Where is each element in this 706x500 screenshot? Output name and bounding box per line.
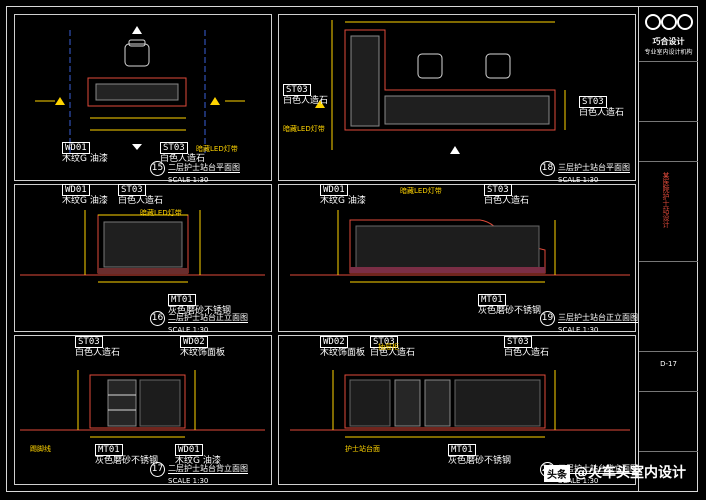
- company-logo-cell: 巧合设计 专业室内设计机构: [639, 6, 698, 62]
- info-cell-2: [639, 122, 698, 162]
- title-block: 巧合设计 专业室内设计机构 某医院护士站设计 D-17: [638, 6, 698, 492]
- project-name-cell: 某医院护士站设计: [639, 162, 698, 262]
- company-subtitle: 专业室内设计机构: [644, 49, 693, 56]
- note-desk-p20: 护士站台面: [345, 445, 380, 453]
- note-led-p19: 暗藏LED灯带: [400, 187, 442, 195]
- signature-cell: [639, 262, 698, 352]
- info-cell-3: [639, 392, 698, 452]
- company-name: 巧合设计: [652, 37, 685, 46]
- sheet-number: D-17: [639, 352, 698, 392]
- panel-frame-19: [278, 184, 636, 332]
- panel-frame-18: [278, 14, 636, 181]
- watermark: 头条@火车头室内设计: [544, 462, 686, 482]
- panel-frame-20: [278, 335, 636, 485]
- note-cabinet-p20: 抽屉柜: [378, 343, 399, 351]
- watermark-logo: 头条: [544, 464, 570, 482]
- company-logo-icon: [644, 14, 693, 30]
- note-baseboard-p17: 踢脚线: [30, 445, 51, 453]
- note-led-p18: 暗藏LED灯带: [283, 125, 325, 133]
- drawing-sheet: [6, 6, 698, 492]
- info-cell-1: [639, 62, 698, 122]
- panel-frame-17: [14, 335, 272, 485]
- note-led-p16: 暗藏LED灯带: [140, 209, 182, 217]
- panel-frame-15: [14, 14, 272, 181]
- note-led-p15: 暗藏LED灯带: [196, 145, 238, 153]
- watermark-text: @火车头室内设计: [574, 465, 686, 481]
- project-name: 某医院护士站设计: [662, 172, 670, 228]
